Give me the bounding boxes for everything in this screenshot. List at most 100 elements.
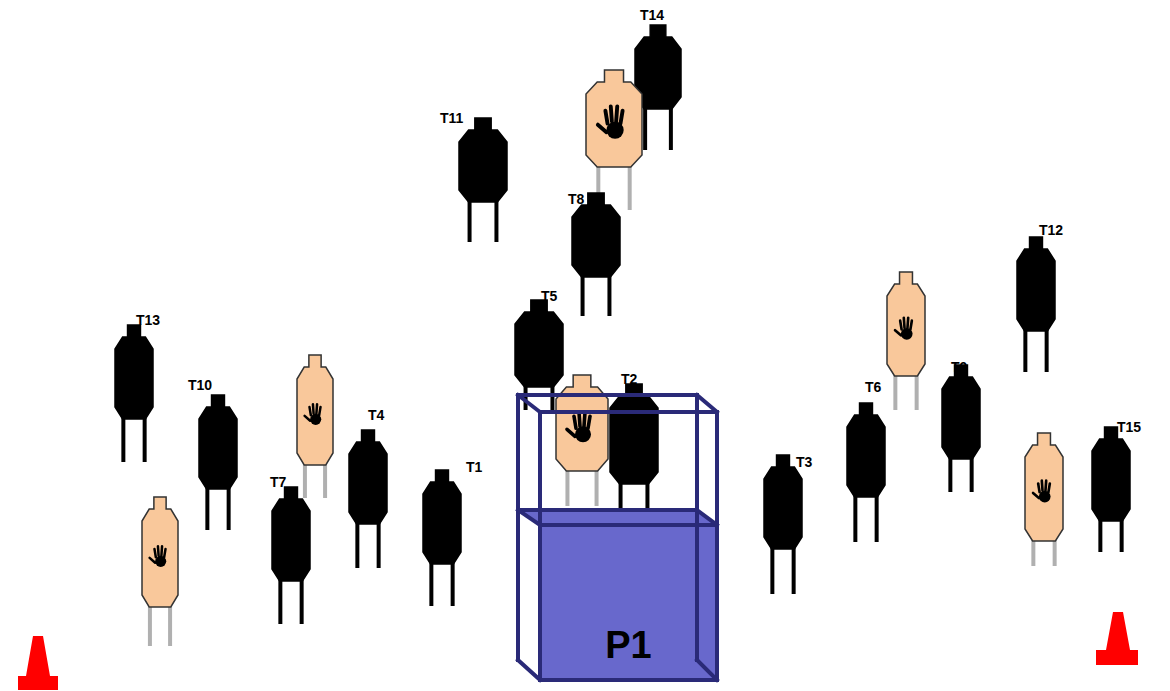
target-body — [1092, 427, 1130, 521]
target-stand — [970, 455, 974, 492]
target-number: T5 — [541, 289, 557, 303]
target-number: T13 — [136, 313, 160, 327]
target-stand — [227, 485, 231, 530]
target-body — [586, 70, 642, 167]
target-stand — [565, 467, 569, 506]
target-body — [459, 118, 507, 202]
box-frame-edge — [518, 395, 540, 412]
target-body — [272, 487, 310, 581]
target-stand — [893, 372, 897, 410]
target-number: T14 — [640, 8, 664, 22]
target-body — [115, 325, 153, 419]
target-body — [556, 375, 608, 471]
no-shoot-target — [297, 355, 333, 498]
box-frame-edge — [695, 395, 699, 660]
shoot-target — [610, 384, 658, 512]
target-body — [847, 403, 885, 497]
target-stand — [278, 577, 282, 624]
box-frame-edge — [518, 393, 697, 397]
target-number: T1 — [466, 460, 482, 474]
shooting-position: P1 — [542, 527, 715, 678]
no-shoot-target — [142, 497, 178, 646]
target-stand — [1098, 517, 1102, 552]
shoot-target — [272, 487, 310, 624]
target-stand — [853, 493, 857, 542]
box-frame-edge — [516, 395, 520, 660]
box-frame-edge — [538, 412, 542, 680]
hand-symbol — [895, 318, 913, 340]
hand-symbol — [1033, 481, 1051, 503]
box-frame-edge — [540, 410, 717, 414]
shoot-target — [459, 118, 507, 242]
target-body — [764, 455, 802, 549]
target-stand — [1120, 517, 1124, 552]
target-body — [887, 272, 925, 376]
target-stand — [303, 461, 307, 498]
box-floor-top — [518, 510, 717, 525]
target-number: T6 — [865, 380, 881, 394]
shoot-target — [199, 395, 237, 530]
target-stand — [429, 560, 433, 606]
no-shoot-target — [586, 70, 642, 210]
target-number: T4 — [368, 408, 384, 422]
target-stand — [300, 577, 304, 624]
target-number: T10 — [188, 378, 212, 392]
target-stand — [323, 461, 327, 498]
box-frame-edge — [715, 412, 719, 680]
shoot-target — [1092, 427, 1130, 552]
target-stand — [143, 415, 147, 462]
shoot-target — [942, 365, 980, 492]
target-stand — [770, 545, 774, 594]
target-stand — [669, 105, 673, 150]
target-body — [142, 497, 178, 607]
box-frame-edge — [518, 660, 540, 680]
target-stand — [1023, 327, 1027, 372]
target-stand — [875, 493, 879, 542]
target-body — [423, 470, 461, 564]
shoot-target — [572, 193, 620, 316]
hand-symbol — [598, 106, 624, 138]
shoot-target — [115, 325, 153, 462]
target-stand — [915, 372, 919, 410]
target-stand — [355, 520, 359, 568]
target-number: T15 — [1117, 420, 1141, 434]
target-body — [349, 430, 387, 524]
no-shoot-target — [887, 272, 925, 410]
box-frame-edge — [540, 678, 717, 682]
shoot-target — [1017, 237, 1055, 372]
target-stand — [628, 163, 632, 210]
cones — [18, 612, 1138, 690]
hand-symbol — [305, 404, 322, 425]
cone — [18, 636, 58, 690]
target-stand — [595, 467, 599, 506]
position-label: P1 — [605, 626, 651, 678]
box-frame-edge — [540, 523, 717, 527]
target-stand — [494, 198, 498, 242]
target-body — [942, 365, 980, 459]
target-stand — [148, 603, 152, 646]
shoot-target — [423, 470, 461, 606]
box-frame-edge — [518, 510, 540, 525]
target-stand — [619, 480, 623, 512]
target-stand — [792, 545, 796, 594]
shoot-target — [349, 430, 387, 568]
target-number: T11 — [440, 111, 463, 125]
shooting-box — [518, 395, 717, 680]
box-front-fill — [540, 525, 717, 680]
target-stand — [643, 105, 647, 150]
target-stand — [948, 455, 952, 492]
target-stand — [607, 273, 611, 316]
target-stand — [168, 603, 172, 646]
cone — [1096, 612, 1138, 665]
box-frame-edge — [518, 508, 697, 512]
target-stand — [377, 520, 381, 568]
target-body — [515, 300, 563, 387]
target-number: T8 — [568, 192, 584, 206]
target-body — [1017, 237, 1055, 331]
target-stand — [205, 485, 209, 530]
target-stand — [468, 198, 472, 242]
target-body — [199, 395, 237, 489]
target-body — [610, 384, 658, 484]
